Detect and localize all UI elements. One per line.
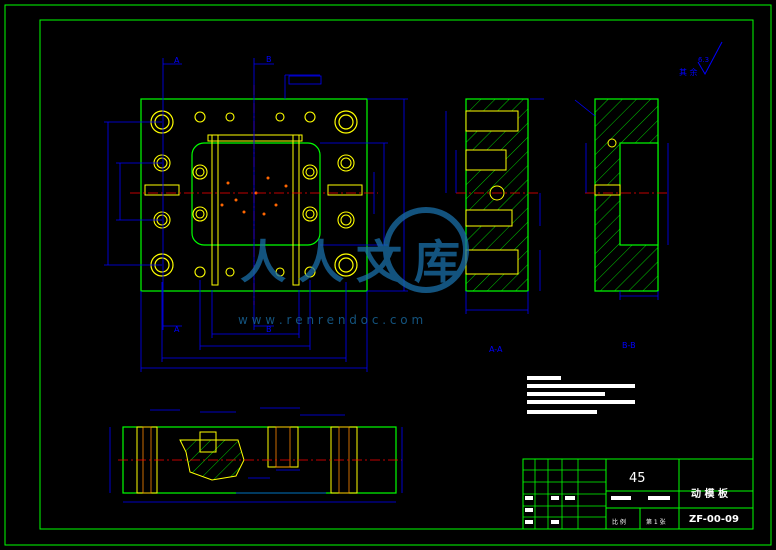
side-port-left (144, 184, 180, 196)
cut-letter-a-top: A (174, 56, 180, 65)
section-a-label: A-A (489, 345, 503, 354)
cooling-channel-top (207, 134, 303, 142)
cooling-channel-left (211, 134, 219, 286)
plan-view (104, 58, 408, 372)
scale-cell: 比 例 (612, 518, 626, 526)
part-name: 动 模 板 (691, 487, 729, 500)
cut-letter-b-bottom: B (266, 325, 272, 334)
title-block-fill (525, 496, 670, 524)
cavity-pocket (191, 142, 321, 246)
roughness-value: 6.3 (698, 56, 709, 64)
roughness-note: 其 余 (679, 67, 698, 77)
section-a-view (445, 98, 544, 314)
elevation-view (109, 407, 403, 503)
technical-notes (527, 376, 635, 414)
section-b-label: B-B (622, 341, 636, 350)
watermark: 人人文库 w w w . r e n r e n d o c . c o m (238, 207, 472, 327)
cut-letter-a-bottom: A (174, 325, 180, 334)
roughness-symbol: 6.3 (697, 41, 723, 76)
material-label: 45 (629, 471, 646, 486)
plan-dimensions (104, 74, 408, 372)
cut-letter-b-top: B (266, 55, 272, 64)
watermark-text: 人人文库 (240, 235, 472, 289)
section-b-view (574, 98, 670, 300)
sheet-cell: 第 1 张 (646, 518, 666, 526)
title-block (522, 458, 754, 530)
watermark-url: w w w . r e n r e n d o c . c o m (238, 313, 423, 327)
cooling-channel-right (292, 134, 300, 286)
outer-border (4, 4, 772, 546)
drawing-number: ZF-00-09 (689, 514, 739, 525)
inner-frame (39, 19, 754, 530)
side-port-right (327, 184, 363, 196)
